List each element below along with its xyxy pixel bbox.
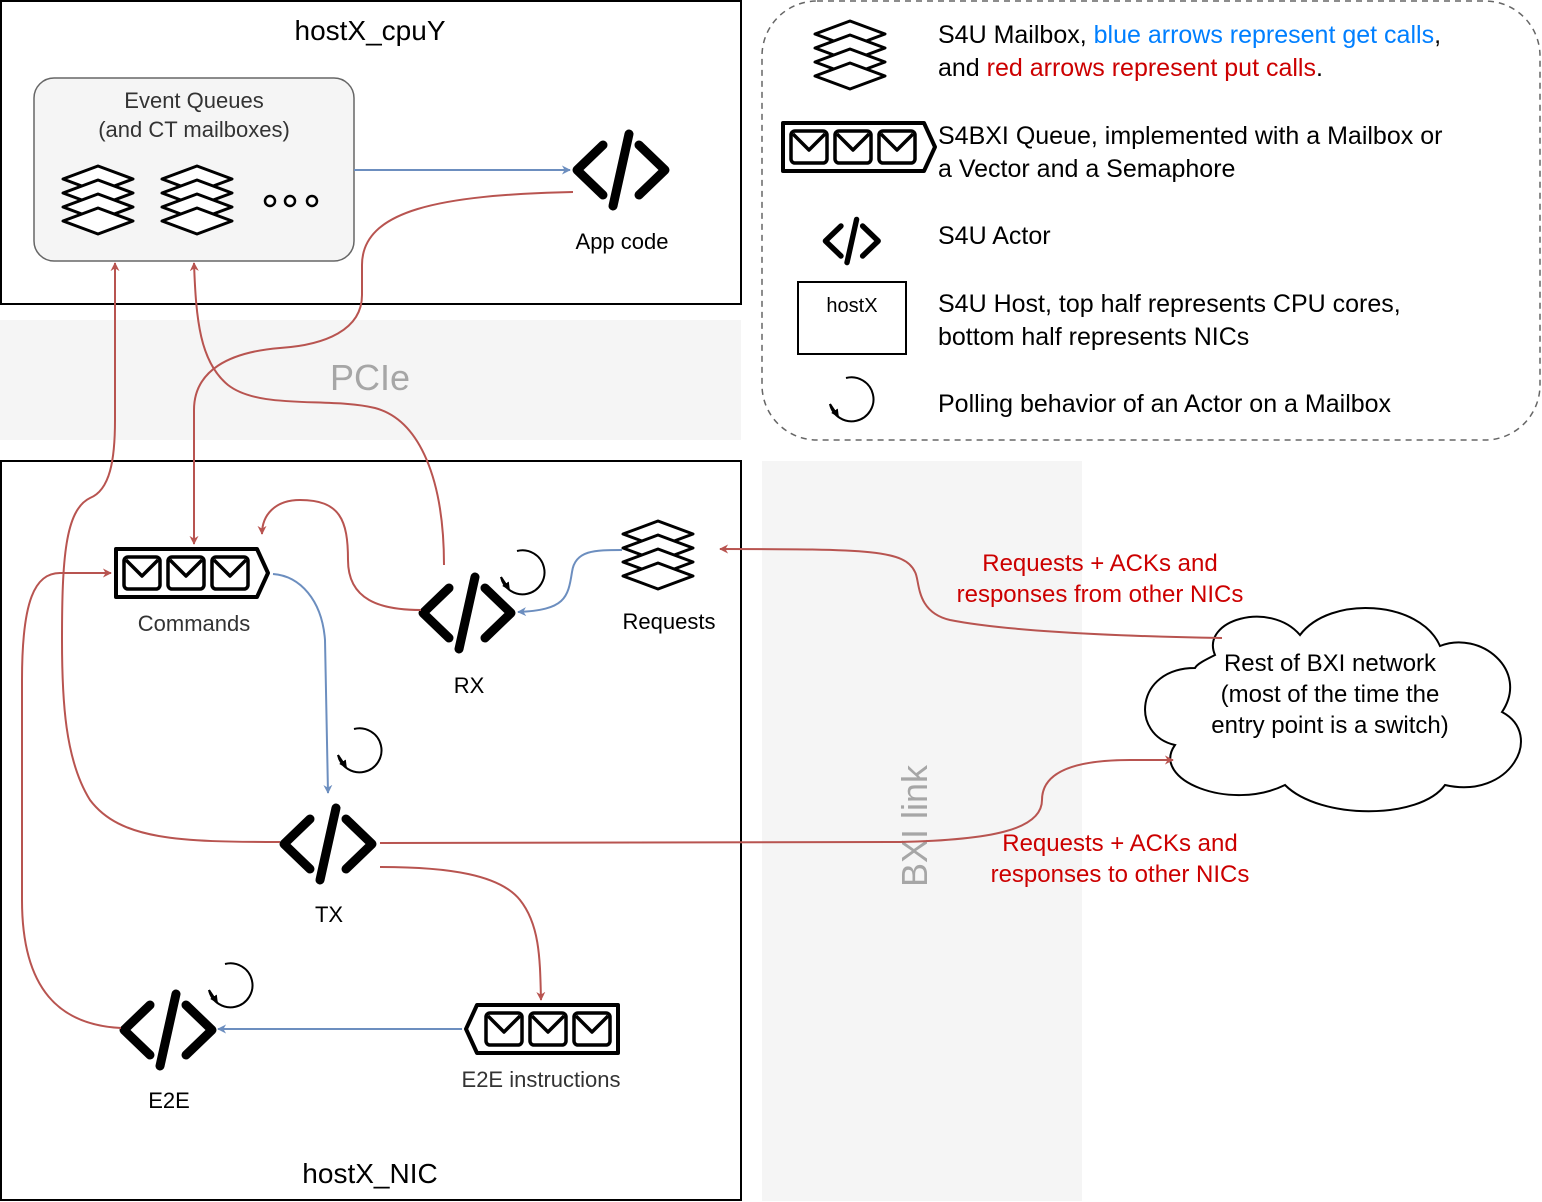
legend-queue-line1: S4BXI Queue, implemented with a Mailbox … xyxy=(938,122,1442,150)
network-cloud-line3: entry point is a switch) xyxy=(1211,712,1448,739)
legend-host-line2: bottom half represents NICs xyxy=(938,323,1249,351)
legend-mailbox-red-text: red arrows represent put calls xyxy=(987,54,1316,82)
incoming-label-line1: Requests + ACKs and xyxy=(982,550,1217,577)
outgoing-label-line2: responses to other NICs xyxy=(991,861,1250,888)
rx-actor-icon xyxy=(423,577,511,649)
network-cloud-line1: Rest of BXI network xyxy=(1224,650,1437,677)
e2e-instructions-label: E2E instructions xyxy=(462,1067,621,1092)
arrow-tx-to-e2einstructions xyxy=(379,866,546,1001)
host-cpu-box xyxy=(0,0,742,305)
host-cpu-title: hostX_cpuY xyxy=(295,15,446,46)
legend-actor-text: S4U Actor xyxy=(938,222,1051,250)
legend-mailbox-period: . xyxy=(1316,54,1323,82)
legend-queue-line2: a Vector and a Semaphore xyxy=(938,155,1235,183)
legend-queue-icon xyxy=(781,121,937,173)
legend-host-box-label: hostX xyxy=(826,295,877,317)
app-code-actor-icon xyxy=(577,134,665,206)
legend-mailbox-comma: , xyxy=(1434,21,1441,49)
incoming-label-line2: responses from other NICs xyxy=(957,581,1244,608)
commands-queue-icon xyxy=(114,547,270,599)
event-queues-line2: (and CT mailboxes) xyxy=(98,117,290,142)
commands-label: Commands xyxy=(138,611,250,636)
outgoing-label-line1: Requests + ACKs and xyxy=(1002,830,1237,857)
host-nic-title: hostX_NIC xyxy=(302,1158,437,1189)
legend-mailbox-and: and xyxy=(938,54,987,82)
e2e-polling-icon xyxy=(209,963,252,1007)
arrow-e2e-to-commands xyxy=(21,568,122,1029)
legend-mailbox-blue-text: blue arrows represent get calls xyxy=(1094,21,1434,49)
app-code-label: App code xyxy=(576,229,669,254)
host-nic-box xyxy=(0,460,742,1201)
e2e-actor-icon xyxy=(124,994,212,1066)
bxi-link-label: BXI link xyxy=(894,764,935,887)
arrow-rx-to-eventqueues xyxy=(189,262,445,566)
arrow-tx-to-eventqueues xyxy=(60,262,281,843)
requests-label: Requests xyxy=(623,609,716,634)
legend-mailbox-line2: and red arrows represent put calls. xyxy=(938,54,1323,82)
arrow-tx-to-network xyxy=(379,755,1174,844)
event-queues-line1: Event Queues xyxy=(124,88,263,113)
arrow-requests-to-rx xyxy=(517,549,623,617)
rx-polling-icon xyxy=(501,550,544,594)
legend-polling-text: Polling behavior of an Actor on a Mailbo… xyxy=(938,390,1392,418)
legend-host-line1: S4U Host, top half represents CPU cores, xyxy=(938,290,1401,318)
e2e-label: E2E xyxy=(148,1088,190,1113)
arrow-rx-to-commands xyxy=(257,498,422,611)
legend-mailbox-line1: S4U Mailbox, blue arrows represent get c… xyxy=(938,21,1441,49)
legend-host-box xyxy=(797,281,907,355)
legend-box xyxy=(761,0,1541,441)
network-cloud-shape xyxy=(1144,607,1522,813)
network-cloud-line2: (most of the time the xyxy=(1221,681,1440,708)
arrow-appcode-to-commands xyxy=(189,191,574,545)
tx-label: TX xyxy=(315,902,343,927)
tx-actor-icon xyxy=(284,808,372,880)
pcie-label: PCIe xyxy=(330,357,410,398)
bxi-link-band xyxy=(762,461,1082,1201)
requests-mailbox-icon xyxy=(621,519,695,591)
arrow-network-to-requests xyxy=(719,544,1223,639)
legend-mailbox-prefix: S4U Mailbox, xyxy=(938,21,1094,49)
ellipsis-icon xyxy=(263,194,319,208)
tx-polling-icon xyxy=(338,728,381,772)
rx-label: RX xyxy=(454,673,485,698)
e2e-instructions-queue-icon xyxy=(464,1003,620,1055)
pcie-band xyxy=(0,320,741,440)
arrow-commands-to-tx xyxy=(272,573,333,794)
